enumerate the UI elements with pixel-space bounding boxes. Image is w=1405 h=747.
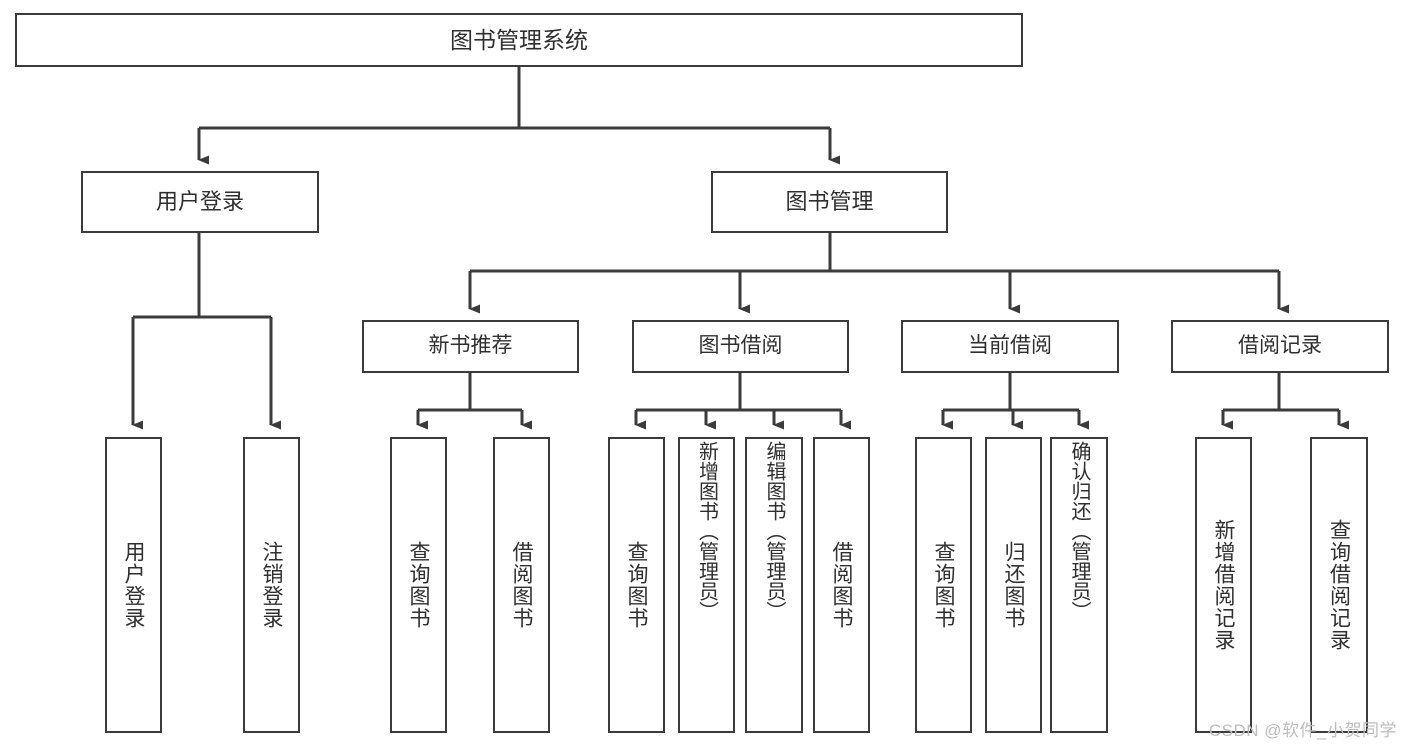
node-leaf-query-book-3[interactable]: 查询图书 — [915, 437, 972, 733]
node-leaf-query-book-2[interactable]: 查询图书 — [608, 437, 665, 733]
node-label: 注销登录 — [260, 541, 283, 629]
node-label: 查询图书 — [407, 541, 430, 629]
node-leaf-edit-book-admin[interactable]: 编辑图书（管理员） — [745, 437, 803, 733]
node-user-login[interactable]: 用户登录 — [81, 171, 319, 233]
node-label: 查询图书 — [932, 541, 955, 629]
node-label: 归还图书 — [1002, 541, 1025, 629]
node-leaf-query-book-1[interactable]: 查询图书 — [390, 437, 447, 733]
node-leaf-borrow-book-1[interactable]: 借阅图书 — [493, 437, 550, 733]
node-new-book-recommend[interactable]: 新书推荐 — [362, 320, 579, 373]
node-book-management[interactable]: 图书管理 — [711, 171, 948, 233]
node-label: 查询借阅记录 — [1327, 519, 1351, 651]
node-leaf-logout[interactable]: 注销登录 — [243, 437, 300, 733]
node-label: 新增图书（管理员） — [695, 441, 718, 621]
node-leaf-user-login[interactable]: 用户登录 — [105, 437, 162, 733]
node-label: 图书管理系统 — [450, 26, 588, 53]
node-label: 图书借阅 — [698, 334, 783, 358]
node-book-borrow[interactable]: 图书借阅 — [632, 320, 849, 373]
node-label: 当前借阅 — [968, 334, 1052, 358]
node-label: 确认归还（管理员） — [1068, 441, 1090, 621]
csdn-watermark: CSDN @软件_小贺同学 — [1208, 721, 1397, 740]
node-leaf-add-book-admin[interactable]: 新增图书（管理员） — [678, 437, 735, 733]
node-label: 查询图书 — [625, 541, 648, 629]
node-label: 用户登录 — [155, 189, 244, 215]
node-label: 图书管理 — [785, 189, 874, 215]
node-label: 借阅记录 — [1238, 334, 1322, 358]
node-borrow-record[interactable]: 借阅记录 — [1171, 320, 1389, 373]
node-label: 借阅图书 — [510, 541, 533, 629]
node-leaf-query-borrow-record[interactable]: 查询借阅记录 — [1310, 437, 1368, 733]
node-leaf-confirm-return-admin[interactable]: 确认归还（管理员） — [1050, 437, 1108, 733]
node-label: 借阅图书 — [830, 541, 853, 629]
node-label: 用户登录 — [122, 541, 145, 629]
node-root-system[interactable]: 图书管理系统 — [15, 13, 1023, 67]
node-leaf-borrow-book-2[interactable]: 借阅图书 — [813, 437, 870, 733]
node-current-borrow[interactable]: 当前借阅 — [901, 320, 1119, 373]
node-label: 新增借阅记录 — [1212, 519, 1235, 651]
node-leaf-add-borrow-record[interactable]: 新增借阅记录 — [1195, 437, 1252, 733]
node-label: 编辑图书（管理员） — [763, 441, 785, 621]
node-label: 新书推荐 — [428, 334, 513, 358]
node-leaf-return-book[interactable]: 归还图书 — [985, 437, 1042, 733]
